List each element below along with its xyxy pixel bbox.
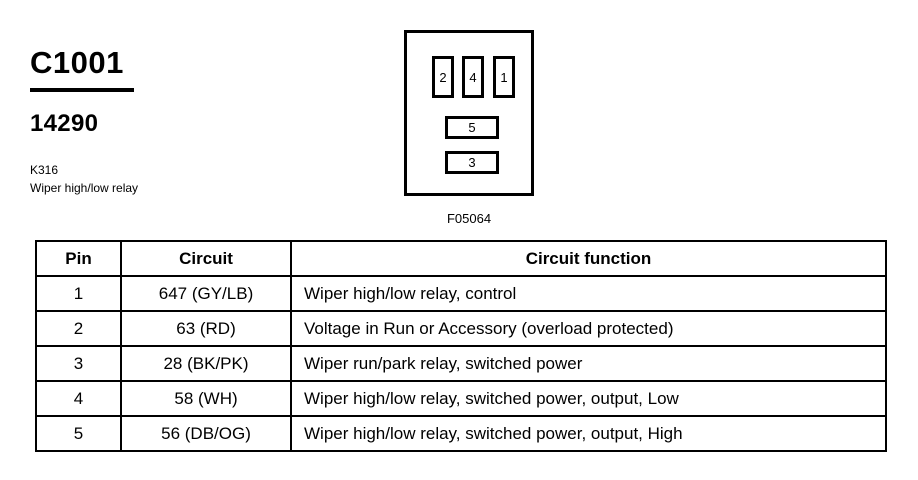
cell-pin: 4 bbox=[35, 380, 122, 417]
connector-pin-slot-3: 3 bbox=[445, 151, 499, 174]
component-name: Wiper high/low relay bbox=[30, 181, 139, 195]
cell-pin: 2 bbox=[35, 310, 122, 347]
connector-diagram: 2 4 1 5 3 bbox=[404, 30, 534, 196]
cell-pin: 5 bbox=[35, 415, 122, 452]
column-header-circuit-function: Circuit function bbox=[290, 240, 887, 277]
table-row: 1 647 (GY/LB) Wiper high/low relay, cont… bbox=[35, 275, 887, 312]
cell-circuit: 58 (WH) bbox=[120, 380, 292, 417]
connector-pin-slot-1: 1 bbox=[493, 56, 515, 98]
cell-circuit-function: Wiper high/low relay, switched power, ou… bbox=[290, 380, 887, 417]
table-row: 2 63 (RD) Voltage in Run or Accessory (o… bbox=[35, 310, 887, 347]
cell-pin: 1 bbox=[35, 275, 122, 312]
cell-circuit-function: Wiper run/park relay, switched power bbox=[290, 345, 887, 382]
cell-circuit: 28 (BK/PK) bbox=[120, 345, 292, 382]
cell-circuit: 63 (RD) bbox=[120, 310, 292, 347]
component-code: K316 bbox=[30, 163, 59, 177]
connector-pin-slot-5: 5 bbox=[445, 116, 499, 139]
table-row: 5 56 (DB/OG) Wiper high/low relay, switc… bbox=[35, 415, 887, 452]
table-row: 3 28 (BK/PK) Wiper run/park relay, switc… bbox=[35, 345, 887, 382]
pin-table: Pin Circuit Circuit function 1 647 (GY/L… bbox=[35, 240, 887, 452]
table-header-row: Pin Circuit Circuit function bbox=[35, 240, 887, 277]
cell-circuit: 56 (DB/OG) bbox=[120, 415, 292, 452]
connector-id: C1001 bbox=[30, 45, 124, 80]
connector-pin-slot-4: 4 bbox=[462, 56, 484, 98]
column-header-circuit: Circuit bbox=[120, 240, 292, 277]
cell-circuit: 647 (GY/LB) bbox=[120, 275, 292, 312]
cell-circuit-function: Wiper high/low relay, switched power, ou… bbox=[290, 415, 887, 452]
diagram-code: F05064 bbox=[446, 211, 492, 226]
cell-pin: 3 bbox=[35, 345, 122, 382]
cell-circuit-function: Voltage in Run or Accessory (overload pr… bbox=[290, 310, 887, 347]
connector-id-underline bbox=[30, 88, 134, 92]
connector-pin-slot-2: 2 bbox=[432, 56, 454, 98]
column-header-pin: Pin bbox=[35, 240, 122, 277]
part-number: 14290 bbox=[30, 110, 99, 137]
table-row: 4 58 (WH) Wiper high/low relay, switched… bbox=[35, 380, 887, 417]
cell-circuit-function: Wiper high/low relay, control bbox=[290, 275, 887, 312]
